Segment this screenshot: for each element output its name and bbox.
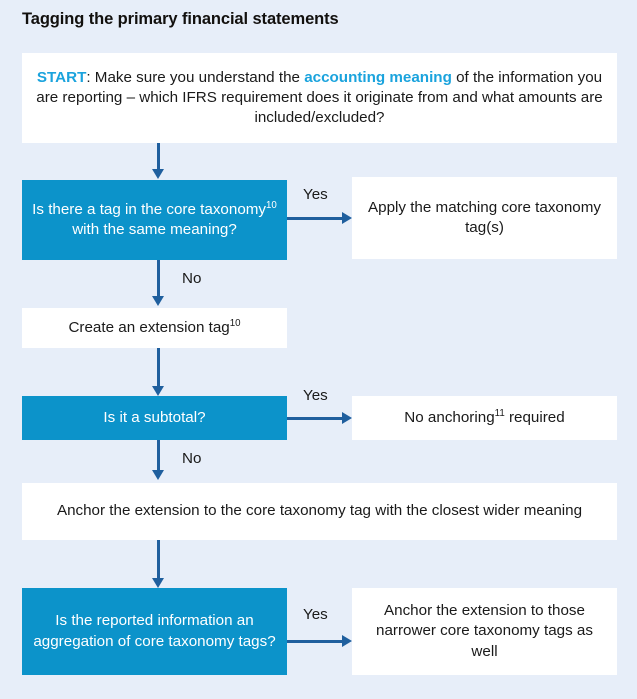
arrowhead-decision3-yes	[342, 635, 352, 647]
connector-anchor-to-aggregation	[157, 540, 160, 578]
connector-decision1-no	[157, 260, 160, 298]
node-create-extension: Create an extension tag10	[22, 308, 287, 348]
anchor-wider-text: Anchor the extension to the core taxonom…	[56, 502, 583, 520]
connector-decision1-yes	[287, 217, 343, 220]
node-decision-core-tag: Is there a tag in the core taxonomy10 wi…	[22, 180, 287, 260]
arrowhead-anchor-to-aggregation	[152, 578, 164, 588]
arrowhead-start-to-decision1	[152, 169, 164, 179]
connector-extension-to-subtotal	[157, 348, 160, 386]
anchor-narrower-text: Anchor the extension to those narrower c…	[376, 602, 593, 660]
decision-subtotal-text: Is it a subtotal?	[103, 408, 206, 426]
node-anchor-narrower: Anchor the extension to those narrower c…	[352, 588, 617, 675]
decision-core-tag-text-b: with the same meaning?	[72, 221, 237, 238]
start-accent-phrase: accounting meaning	[304, 68, 452, 86]
node-apply-core-tag: Apply the matching core taxonomy tag(s)	[352, 177, 617, 259]
no-anchoring-text-a: No anchoring	[404, 408, 495, 426]
edge-label-yes-2: Yes	[303, 387, 328, 404]
connector-decision2-no	[157, 440, 160, 472]
node-decision-aggregation: Is the reported information an aggregati…	[22, 588, 287, 675]
edge-label-no-1: No	[182, 270, 202, 287]
connector-decision3-yes	[287, 640, 343, 643]
footnote-ref-11: 11	[494, 407, 505, 419]
start-keyword: START	[36, 68, 87, 86]
page-title: Tagging the primary financial statements	[22, 10, 339, 28]
edge-label-no-2: No	[182, 450, 202, 467]
apply-core-tag-text: Apply the matching core taxonomy tag(s)	[368, 198, 601, 236]
node-anchor-wider: Anchor the extension to the core taxonom…	[22, 483, 617, 540]
arrowhead-decision2-no	[152, 470, 164, 480]
start-text-part1: : Make sure you understand the	[86, 68, 305, 86]
footnote-ref-10a: 10	[266, 199, 277, 211]
decision-aggregation-text: Is the reported information an aggregati…	[33, 612, 276, 650]
node-no-anchoring: No anchoring11 required	[352, 396, 617, 440]
arrowhead-decision2-yes	[342, 412, 352, 424]
arrowhead-extension-to-subtotal	[152, 386, 164, 396]
no-anchoring-text-b: required	[504, 408, 565, 426]
connector-decision2-yes	[287, 417, 343, 420]
decision-core-tag-text-a: Is there a tag in the core taxonomy	[32, 200, 267, 218]
arrowhead-decision1-yes	[342, 212, 352, 224]
create-extension-text: Create an extension tag	[68, 318, 230, 336]
start-text-part2: of the information you are reporting – w…	[36, 68, 603, 127]
edge-label-yes-3: Yes	[303, 606, 328, 623]
node-decision-subtotal: Is it a subtotal?	[22, 396, 287, 440]
edge-label-yes-1: Yes	[303, 186, 328, 203]
footnote-ref-10b: 10	[229, 317, 241, 329]
node-start: START: Make sure you understand the acco…	[22, 53, 617, 143]
arrowhead-decision1-no	[152, 296, 164, 306]
connector-start-to-decision1	[157, 143, 160, 171]
